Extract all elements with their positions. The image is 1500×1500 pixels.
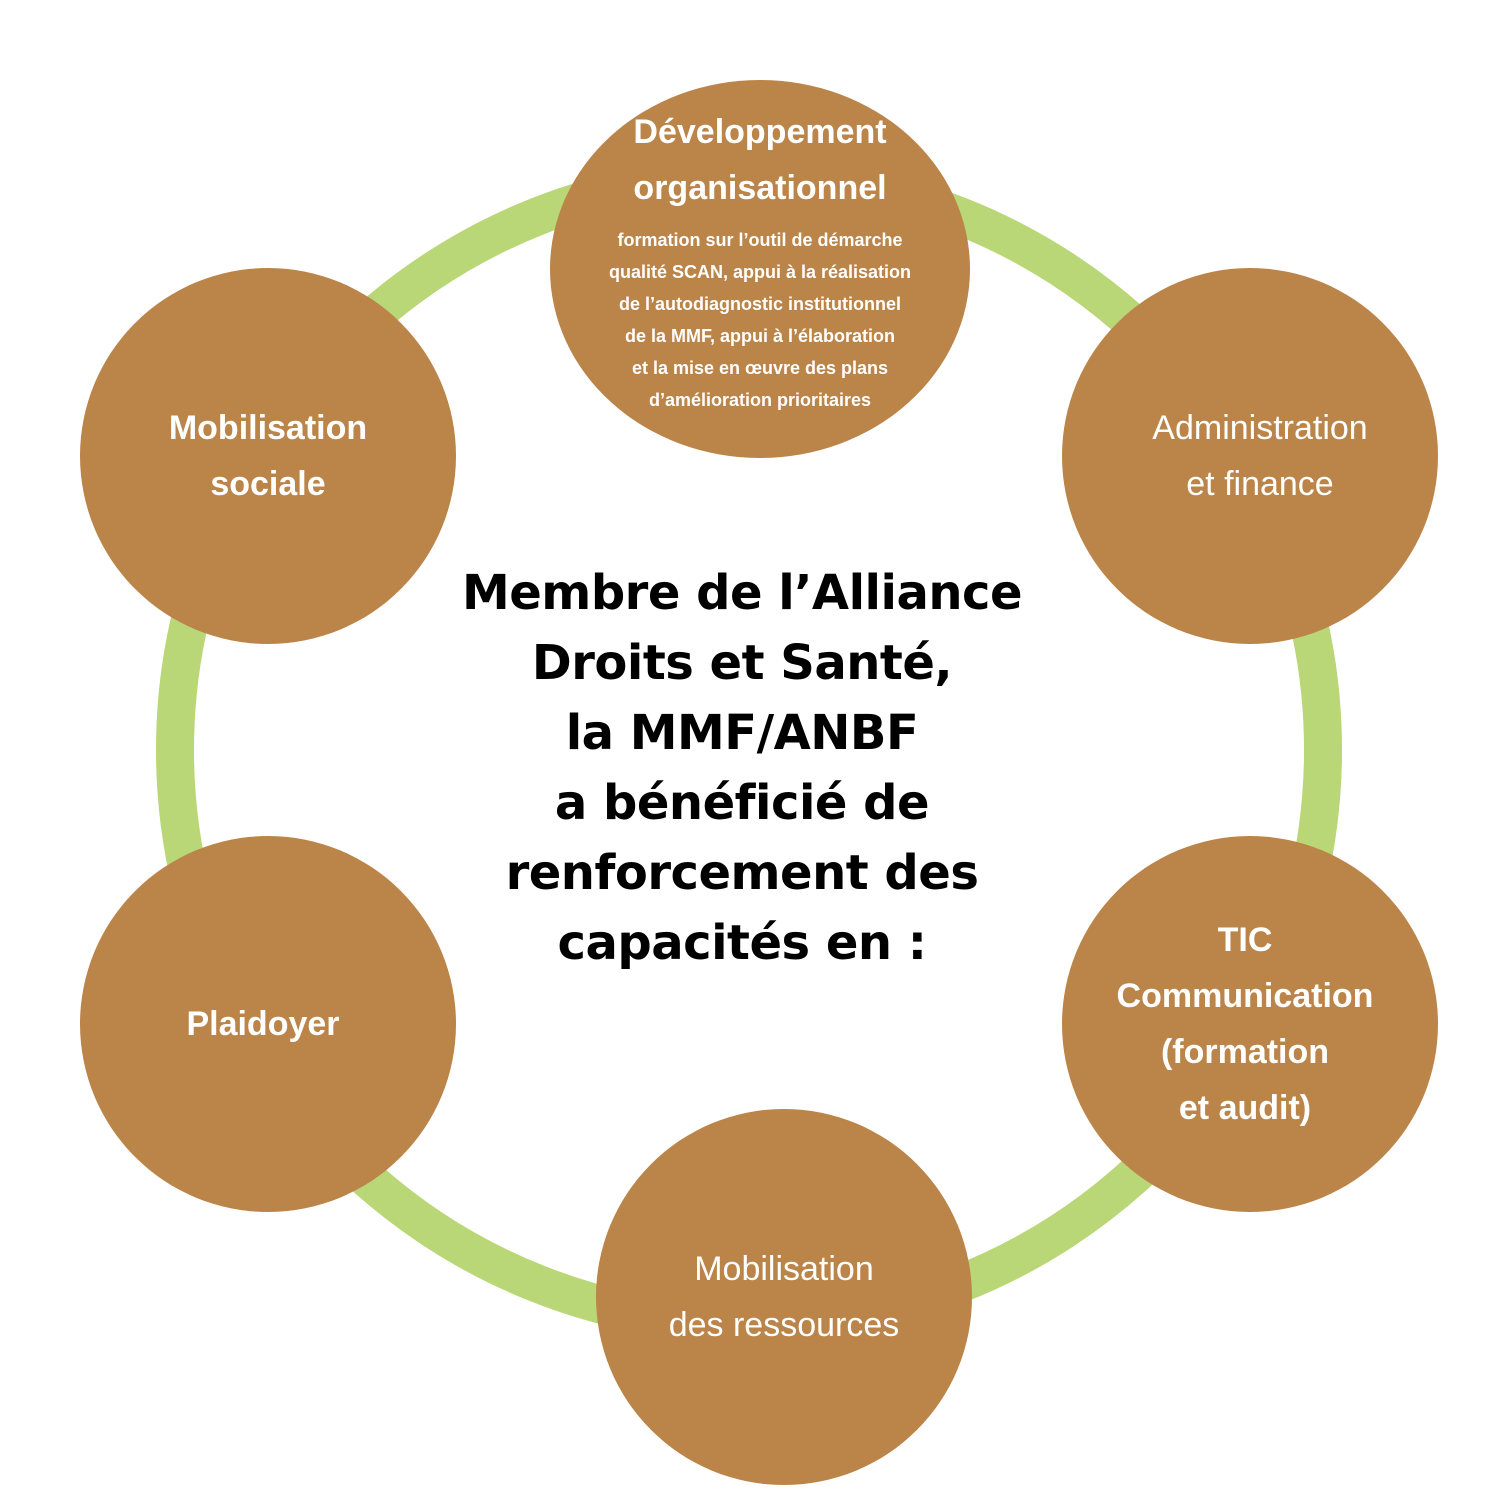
node-administration-title: Administration et finance [1152, 409, 1368, 503]
node-mobilisation-sociale: Mobilisation sociale [80, 268, 456, 644]
node-mobilisation-ressources: Mobilisation des ressources [596, 1109, 972, 1485]
node-mobilisation-sociale-title: Mobilisation sociale [168, 409, 368, 503]
node-tic-title: TIC Communication (formation et audit) [1116, 921, 1374, 1127]
node-developpement-description: formation sur l’outil de démarche qualit… [608, 230, 912, 410]
center-title: Membre de l’Alliance Droits et Santé, la… [461, 565, 1023, 971]
node-tic-communication: TIC Communication (formation et audit) [1062, 836, 1438, 1212]
node-administration-finance: Administration et finance [1062, 268, 1438, 644]
node-plaidoyer: Plaidoyer [80, 836, 456, 1212]
node-developpement-title: Développement organisationnel [633, 113, 887, 207]
node-plaidoyer-title: Plaidoyer [186, 1005, 340, 1043]
node-ressources-title: Mobilisation des ressources [668, 1250, 900, 1344]
node-developpement-organisationnel: Développement organisationnel formation … [550, 80, 970, 458]
